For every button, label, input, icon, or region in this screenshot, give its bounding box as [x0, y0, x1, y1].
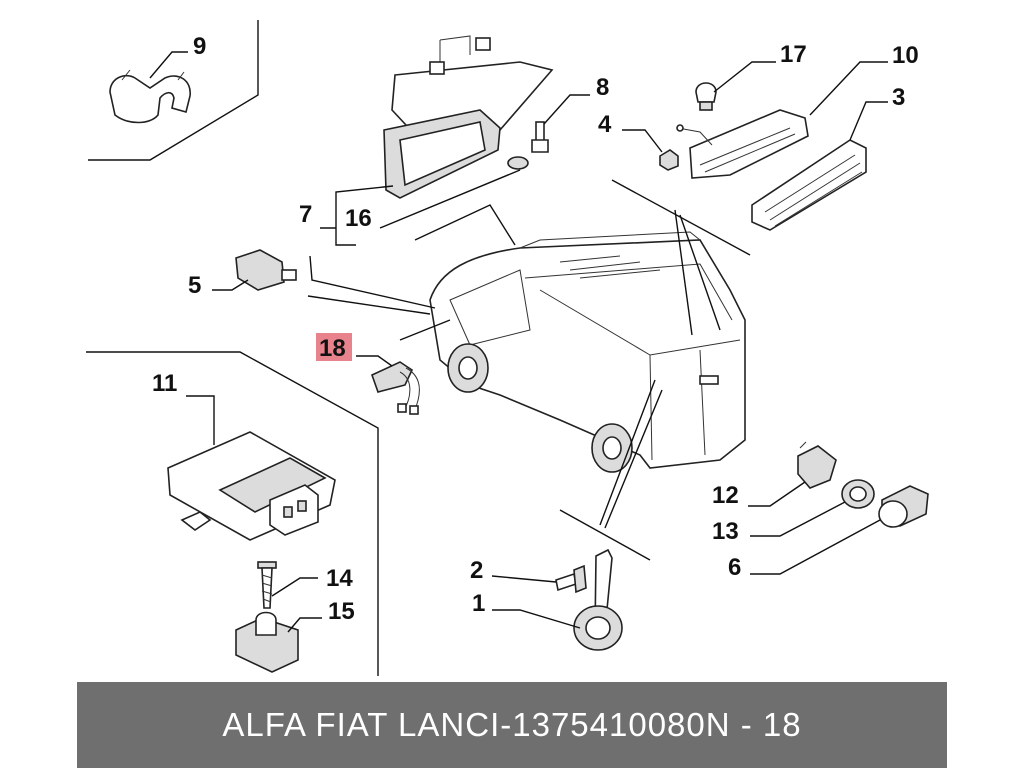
footer-ref: N - 18: [705, 706, 802, 743]
part-8-bolt: [531, 94, 590, 153]
parts-diagram: 9 17 10 8 3 4 7 16 5 18 11 12 13 6 2 14 …: [86, 20, 929, 676]
callout-6: 6: [728, 554, 741, 581]
callout-1: 1: [472, 590, 485, 617]
callout-15: 15: [328, 598, 355, 625]
footer-separator: -: [500, 706, 513, 743]
footer-caption: ALFA FIAT LANCI - 1375410080 N - 18: [77, 682, 947, 768]
footer-bar: ALFA FIAT LANCI - 1375410080 N - 18: [77, 682, 947, 768]
callout-11: 11: [152, 370, 177, 397]
part-6-sensor: [750, 485, 929, 575]
callout-10: 10: [892, 42, 919, 69]
callout-18-highlight: [316, 333, 352, 361]
callout-17: 17: [780, 41, 807, 68]
part-3-lens: [751, 101, 888, 231]
part-18-sensor: [356, 355, 420, 415]
van-illustration: [307, 209, 746, 529]
part-14-screw: [257, 561, 318, 609]
footer-part-number: 1375410080: [512, 706, 706, 743]
callout-3: 3: [892, 84, 905, 111]
callout-2: 2: [470, 557, 483, 584]
callout-12: 12: [712, 482, 739, 509]
part-15-bracket: [235, 611, 322, 673]
part-5-switch: [212, 249, 297, 291]
callout-16: 16: [345, 205, 372, 232]
callout-5: 5: [188, 272, 201, 299]
part-11-module: [167, 395, 336, 541]
part-17-bulb: [695, 61, 776, 111]
part-2-bolt: [491, 564, 587, 594]
callout-13: 13: [712, 518, 739, 545]
callout-4: 4: [598, 111, 612, 138]
part-10-lamp: [676, 61, 888, 179]
part-7-overhead-console: [320, 35, 554, 246]
callout-8: 8: [596, 74, 609, 101]
footer-brand: ALFA FIAT LANCI: [222, 706, 501, 743]
part-1-horn: [492, 548, 623, 651]
callout-14: 14: [326, 565, 353, 592]
callout-7: 7: [299, 201, 312, 228]
part-9-clip: [109, 51, 191, 124]
callout-18: 18: [319, 335, 346, 362]
part-12-sensor: [748, 441, 837, 507]
callout-labels: 9 17 10 8 3 4 7 16 5 18 11 12 13 6 2 14 …: [152, 33, 919, 625]
part-4-nut: [622, 129, 679, 171]
callout-9: 9: [193, 33, 206, 60]
part-13-ring: [750, 479, 875, 537]
